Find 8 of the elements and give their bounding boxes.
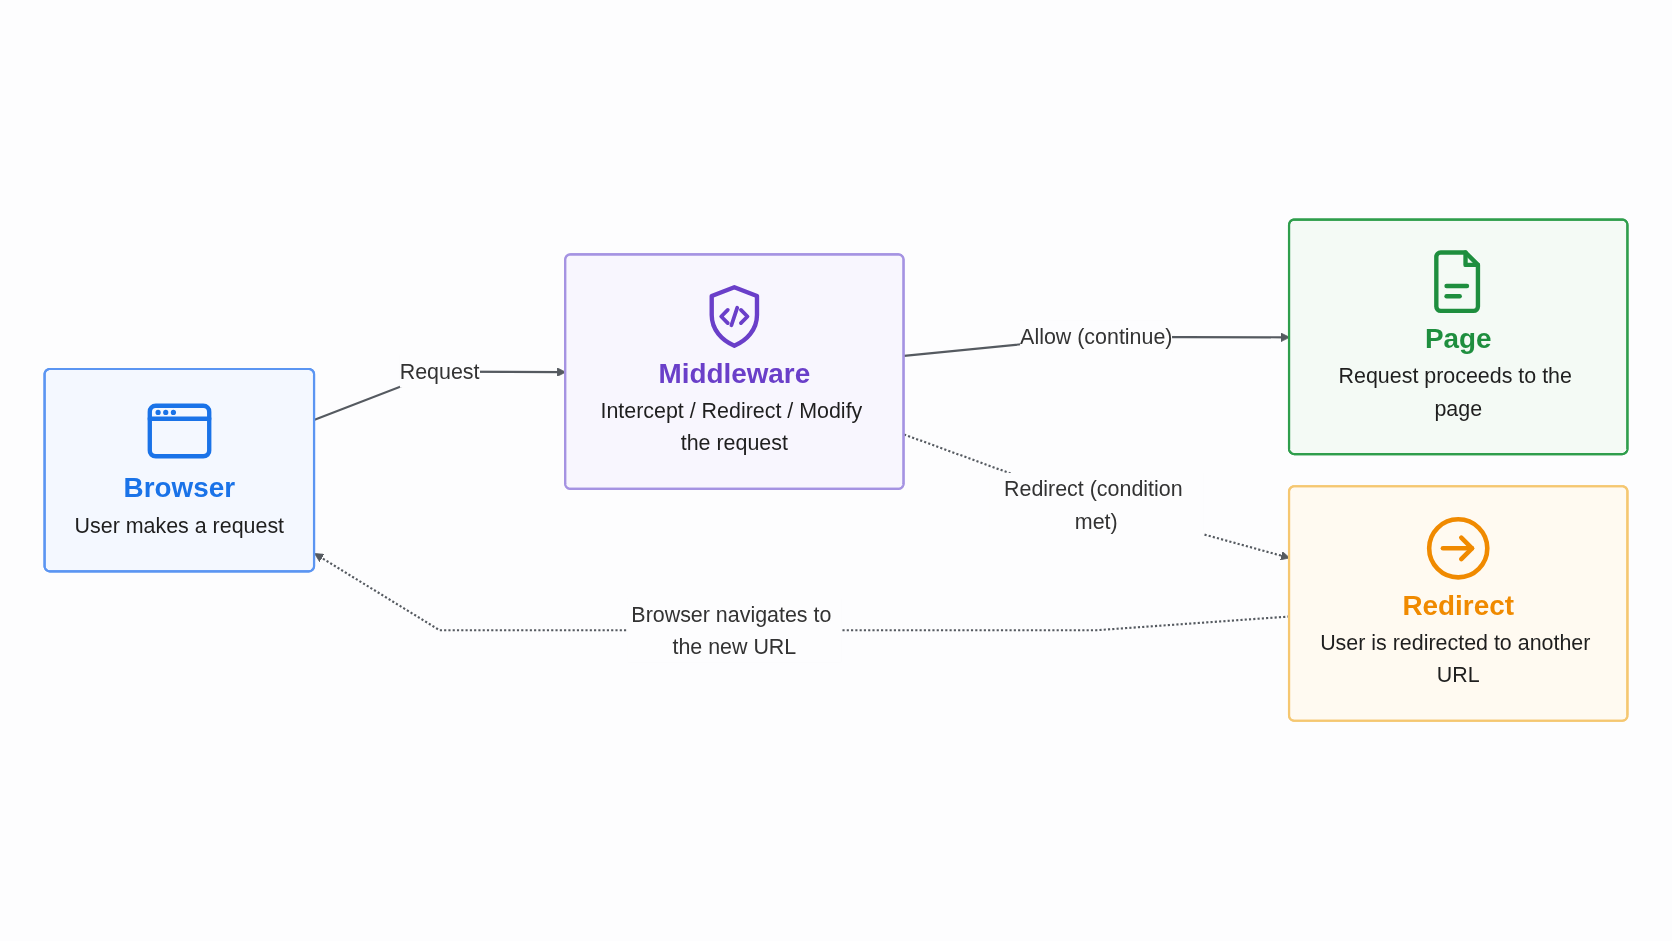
node-title: Redirect: [1402, 589, 1514, 622]
node-description: User makes a request: [74, 513, 285, 538]
node-title: Browser: [123, 472, 235, 505]
node-description: Request proceeds to the page: [1338, 364, 1573, 421]
node-title: Page: [1424, 322, 1492, 355]
node-title: Middleware: [658, 357, 811, 390]
node-description: Intercept / Redirect / Modify the request: [600, 399, 864, 455]
node-description: User is redirected to another URL: [1320, 631, 1592, 687]
